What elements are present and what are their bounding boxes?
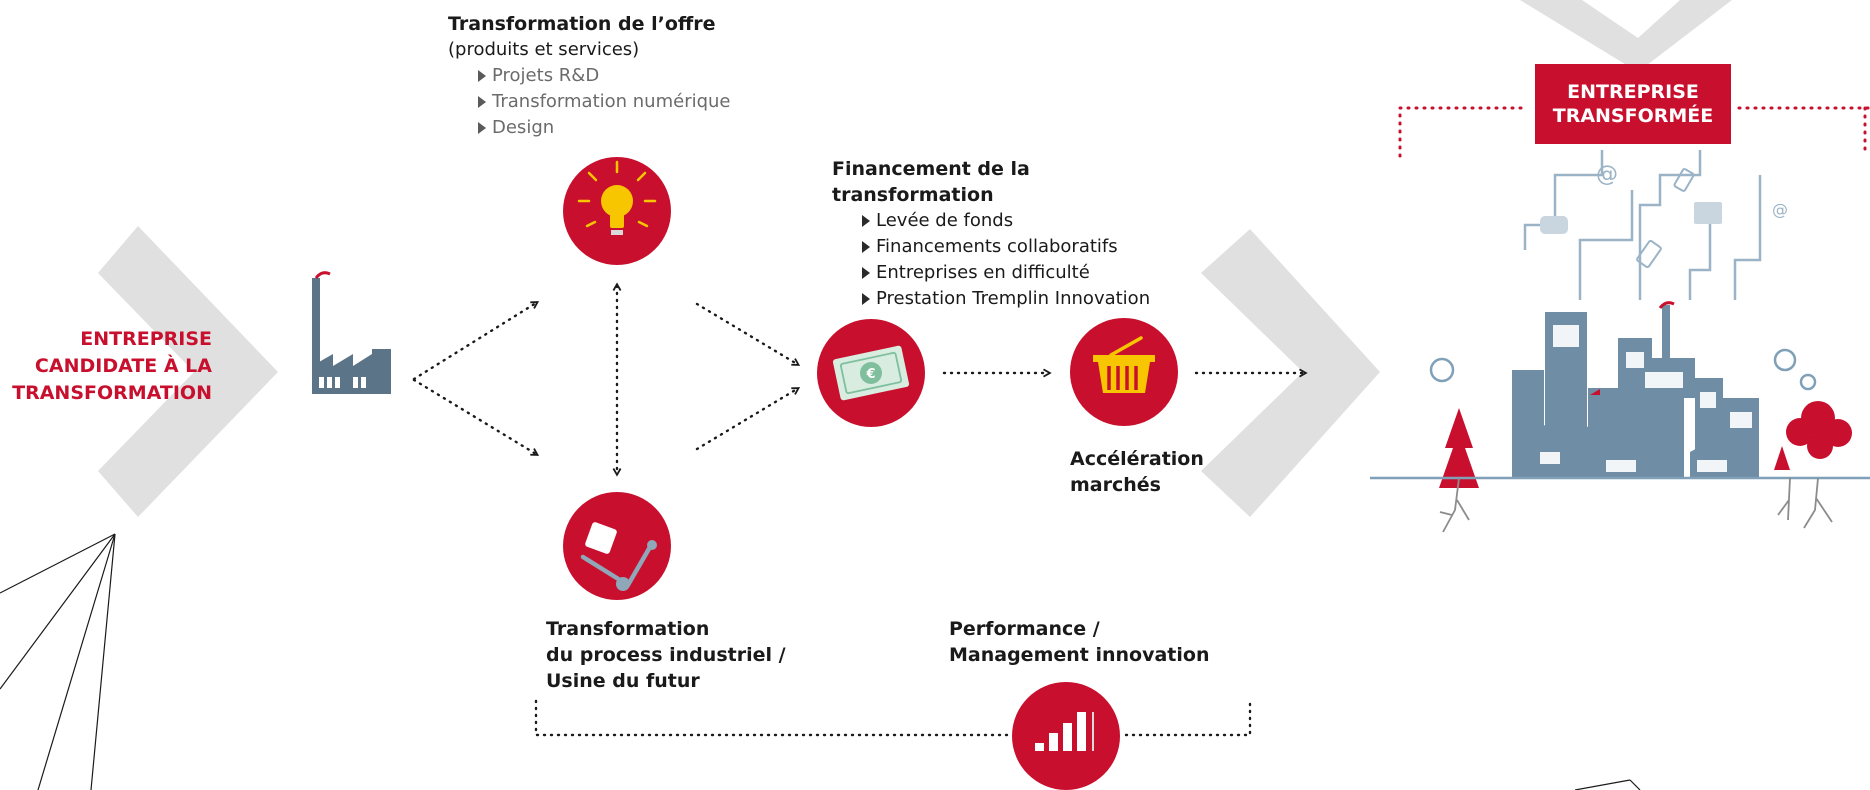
performance-label: Performance / Management innovation	[949, 616, 1219, 668]
acceleration-label: Accélération marchés	[1070, 446, 1230, 498]
end-bracket	[1398, 106, 1870, 158]
banknote-euro-icon: €	[817, 319, 925, 427]
acceleration-label-line: marchés	[1070, 474, 1161, 496]
end-label-line: TRANSFORMÉE	[1552, 105, 1714, 127]
financement-item: Levée de fonds	[860, 208, 1192, 234]
factory-icon	[312, 271, 391, 394]
offre-item: Transformation numérique	[476, 89, 788, 115]
start-company-label: ENTREPRISE CANDIDATE À LA TRANSFORMATION	[0, 326, 212, 407]
offre-item: Projets R&D	[476, 63, 788, 89]
bar-chart-icon	[1012, 682, 1120, 790]
performance-loop	[534, 699, 1252, 737]
chevron-top	[1520, 0, 1732, 72]
arrow-offre-to-money	[695, 302, 797, 364]
start-label-line: TRANSFORMATION	[12, 382, 212, 404]
end-company-badge: ENTREPRISE TRANSFORMÉE	[1535, 64, 1731, 144]
lightbulb-icon	[563, 157, 671, 265]
financement-item: Financements collaboratifs	[860, 234, 1192, 260]
svg-text:@: @	[1772, 200, 1788, 219]
offre-title: Transformation de l’offre	[448, 13, 716, 35]
svg-text:@: @	[1596, 162, 1618, 187]
chevron-middle	[1201, 229, 1380, 517]
financement-item: Entreprises en difficulté	[860, 260, 1192, 286]
arrow-factory-to-process	[412, 378, 536, 454]
end-label-line: ENTREPRISE	[1567, 81, 1699, 103]
financement-list: Levée de fonds Financements collaboratif…	[860, 208, 1192, 312]
svg-text:€: €	[865, 367, 875, 382]
financement-item: Prestation Tremplin Innovation	[860, 286, 1192, 312]
process-label-line: Transformation	[546, 618, 710, 640]
acceleration-label-line: Accélération	[1070, 448, 1204, 470]
offre-subtitle: (produits et services)	[448, 39, 640, 60]
process-label-line: du process industriel /	[546, 644, 786, 666]
offre-list: Projets R&D Transformation numérique Des…	[476, 63, 788, 141]
offre-item: Design	[476, 115, 788, 141]
basket-icon	[1070, 318, 1178, 426]
start-label-line: CANDIDATE À LA	[34, 355, 212, 377]
smart-city-illustration: @ @	[1370, 150, 1870, 533]
arrow-factory-to-offre	[412, 303, 536, 381]
hand-truck-icon	[563, 492, 671, 600]
offre-block: Transformation de l’offre (produits et s…	[448, 11, 788, 141]
financement-title: Financement de la transformation	[832, 158, 1030, 206]
flow-connectors	[412, 286, 1304, 737]
process-label: Transformation du process industriel / U…	[546, 616, 826, 694]
process-label-line: Usine du futur	[546, 670, 700, 692]
start-label-line: ENTREPRISE	[80, 328, 212, 350]
performance-label-line: Performance /	[949, 618, 1100, 640]
arrow-process-to-money	[695, 389, 797, 451]
decorative-lines	[0, 533, 1641, 790]
financement-block: Financement de la transformation Levée d…	[832, 156, 1192, 312]
chevron-left	[98, 226, 278, 517]
performance-label-line: Management innovation	[949, 644, 1210, 666]
